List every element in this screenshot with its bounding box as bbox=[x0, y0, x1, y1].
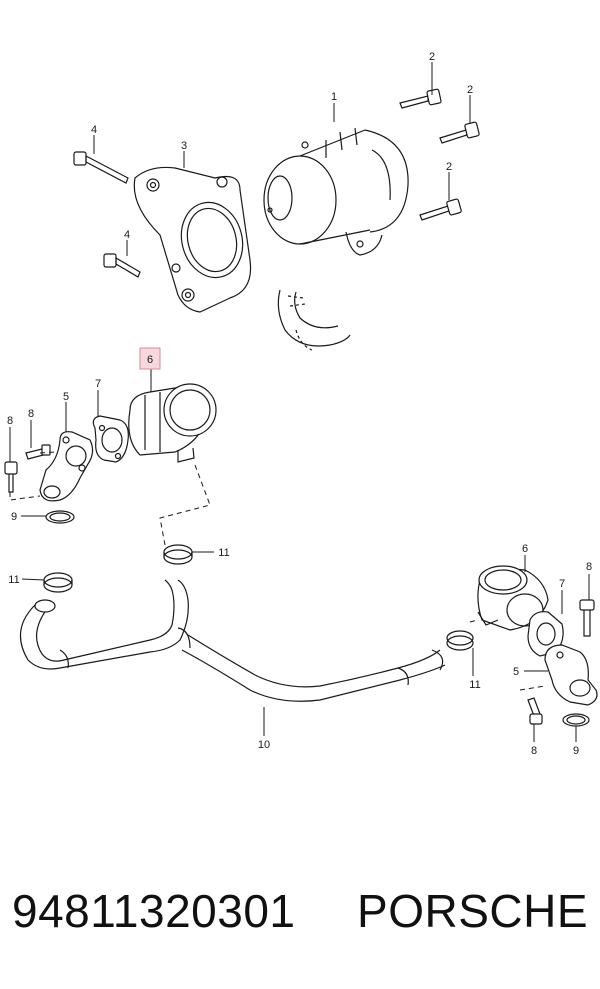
callout-7-right: 7 bbox=[559, 578, 565, 590]
callout-1: 1 bbox=[331, 91, 337, 103]
callout-2-top: 2 bbox=[429, 51, 435, 63]
elbow-pipe-6-left bbox=[128, 383, 217, 463]
callout-5-left: 5 bbox=[63, 391, 69, 403]
footer: 94811320301 PORSCHE bbox=[0, 878, 600, 958]
callout-10: 10 bbox=[258, 739, 270, 751]
bolt-8-left-b bbox=[4, 461, 18, 493]
flange-5-left bbox=[39, 431, 94, 502]
callout-3: 3 bbox=[181, 140, 187, 152]
brand-name: PORSCHE bbox=[357, 885, 588, 937]
part-number: 94811320301 bbox=[12, 885, 296, 937]
callout-11-left: 11 bbox=[8, 574, 19, 586]
flange-5-right bbox=[544, 644, 598, 706]
bolt-2-middle bbox=[439, 121, 480, 144]
bolt-4-upper bbox=[73, 151, 129, 184]
callout-8-right-a: 8 bbox=[586, 561, 592, 573]
clamp-11-middle bbox=[163, 544, 193, 565]
elbow-pipe-6-right bbox=[477, 565, 549, 631]
gasket-7-right bbox=[527, 611, 564, 657]
bolt-8-right-a bbox=[579, 599, 595, 637]
mounting-bracket bbox=[133, 166, 252, 313]
hose-fragment bbox=[277, 289, 351, 351]
callout-8-left-b: 8 bbox=[28, 408, 34, 420]
callout-11-middle: 11 bbox=[218, 547, 229, 559]
callout-7-left: 7 bbox=[95, 378, 101, 390]
clamp-11-left bbox=[43, 572, 73, 593]
bolt-4-lower bbox=[103, 253, 141, 278]
bolt-8-right-b bbox=[527, 697, 543, 725]
callout-4-lower: 4 bbox=[124, 229, 130, 241]
o-ring-9-left bbox=[45, 510, 75, 524]
callout-8-left-a: 8 bbox=[7, 415, 13, 427]
highlight-box bbox=[139, 347, 161, 370]
callout-8-right-b: 8 bbox=[531, 745, 537, 757]
callout-2-lower: 2 bbox=[446, 161, 452, 173]
gasket-7-left bbox=[92, 415, 129, 463]
callout-9-right: 9 bbox=[573, 745, 579, 757]
clamp-11-right bbox=[446, 630, 474, 651]
callout-2-middle: 2 bbox=[467, 84, 473, 96]
bolt-2-upper bbox=[399, 88, 442, 109]
callout-4-upper: 4 bbox=[91, 124, 97, 136]
callout-5-right: 5 bbox=[513, 666, 519, 678]
callout-6-right: 6 bbox=[522, 543, 528, 555]
callout-11-right: 11 bbox=[469, 679, 480, 691]
coolant-hose-10 bbox=[19, 579, 446, 702]
callout-9-left: 9 bbox=[11, 511, 17, 523]
pump-assembly bbox=[263, 127, 409, 256]
callout-6-highlighted: 6 bbox=[147, 354, 153, 366]
bolt-2-lower bbox=[419, 198, 462, 221]
o-ring-9-right bbox=[562, 713, 590, 727]
bolt-8-left-a bbox=[25, 444, 51, 460]
